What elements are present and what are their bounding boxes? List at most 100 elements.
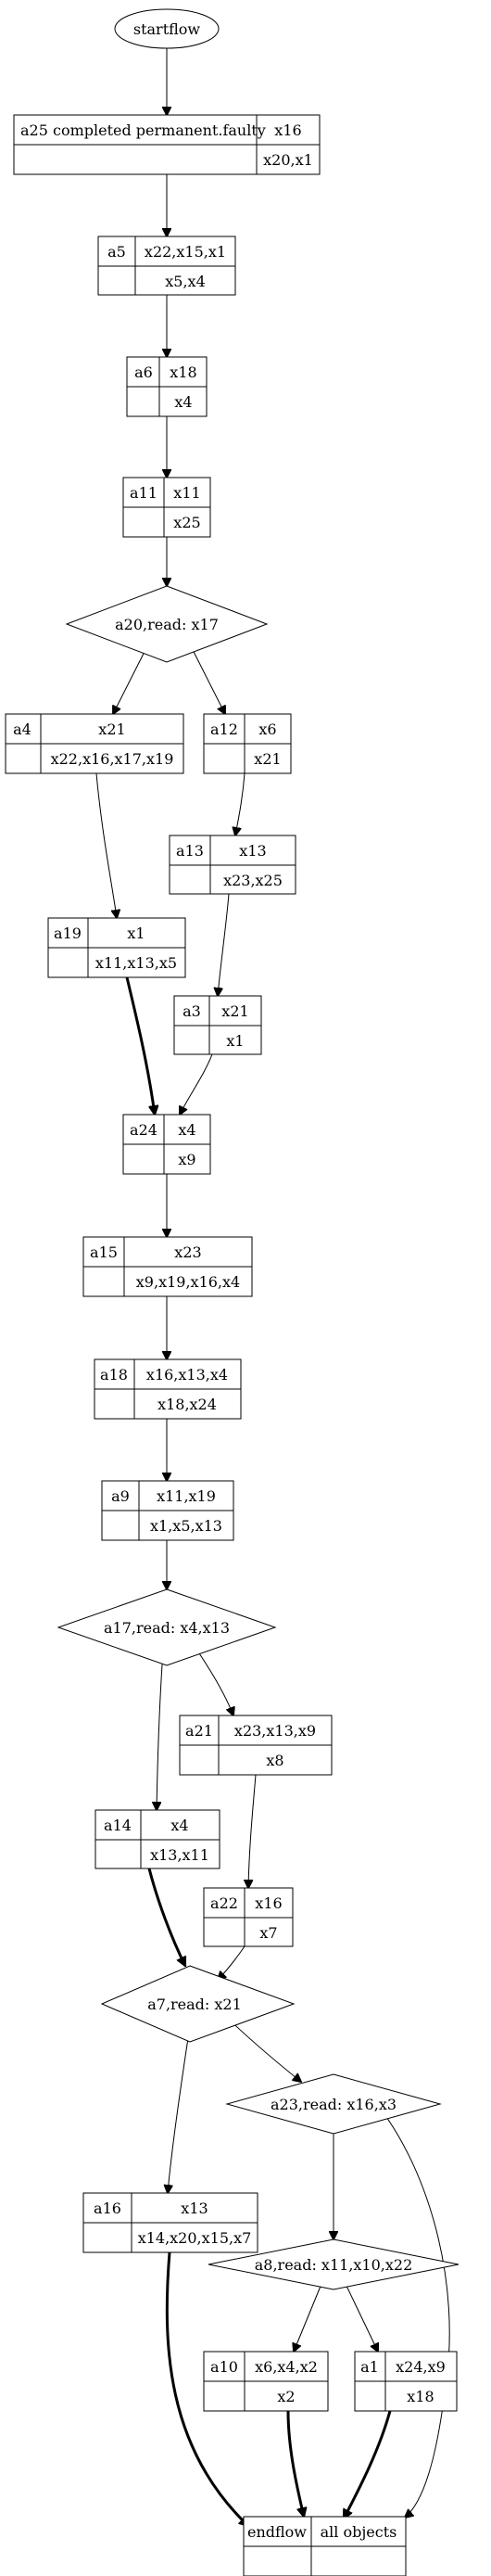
activity-top: x21	[221, 1002, 248, 1020]
activity-bottom: x13,x11	[150, 1846, 209, 1864]
activity-a18: a18 x16,x13,x4 x18,x24	[94, 1358, 242, 1420]
activity-bottom: x7	[259, 1924, 277, 1942]
edge-a22-a7	[218, 1945, 246, 1980]
activity-bottom: x18,x24	[157, 1396, 217, 1413]
activity-id: a18	[100, 1366, 128, 1384]
end-node: endflow all objects	[243, 2516, 407, 2576]
decision-label: a8,read: x11,x10,x22	[255, 2256, 413, 2274]
activity-id: a6	[134, 363, 153, 381]
activity-top: x22,x15,x1	[145, 243, 226, 261]
decision-label: a17,read: x4,x13	[104, 1619, 230, 1637]
activity-id: a14	[104, 1817, 132, 1834]
activity-bottom: x25	[173, 514, 200, 531]
start-label: startflow	[133, 20, 201, 38]
activity-a22: a22 x16 x7	[203, 1887, 294, 1947]
activity-top: x16,x13,x4	[146, 1366, 228, 1384]
activity-bottom: x22,x16,x17,x19	[51, 750, 174, 768]
start-node: startflow	[114, 8, 220, 49]
activity-id: a24	[130, 1121, 157, 1139]
activity-top: x13	[181, 2200, 208, 2217]
activity-bottom: x9,x19,x16,x4	[136, 1273, 240, 1291]
edge-a12-a13	[235, 772, 246, 835]
decision-a7: a7,read: x21	[100, 1965, 296, 2043]
activity-bottom: x2	[277, 2388, 295, 2405]
activity-id: a12	[210, 721, 238, 738]
activity-bottom: x8	[266, 1752, 283, 1769]
edge-a8-a10	[294, 2283, 322, 2352]
activity-id: a13	[176, 842, 204, 860]
activity-a19: a19 x1 x11,x13,x5	[47, 917, 186, 978]
activity-bottom: x1,x5,x13	[150, 1517, 222, 1535]
activity-a6: a6 x18 x4	[126, 356, 208, 417]
activity-id: a11	[130, 484, 157, 502]
activity-top: x6	[258, 721, 276, 738]
edge-a21-a22	[248, 1774, 257, 1888]
activity-a12: a12 x6 x21	[203, 713, 292, 774]
decision-label: a23,read: x16,x3	[271, 2096, 397, 2113]
activity-id: a10	[210, 2358, 238, 2376]
edge-a13-a3	[218, 893, 230, 996]
activity-top: x24,x9	[396, 2358, 446, 2376]
activity-bottom: x18	[407, 2388, 434, 2405]
activity-id: a5	[107, 243, 126, 261]
edge-a17-a14	[157, 1639, 165, 1810]
activity-top: x4	[178, 1121, 195, 1139]
activity-id: a21	[185, 1722, 213, 1740]
activity-top: x13	[239, 842, 266, 860]
activity-bottom: x4	[174, 393, 192, 411]
activity-a24: a24 x4 x9	[122, 1114, 211, 1175]
activity-top: x11	[173, 484, 200, 502]
activity-id: a25 completed permanent.faulty	[20, 121, 266, 139]
decision-a8: a8,read: x11,x10,x22	[208, 2238, 460, 2290]
edge-a7-a16	[168, 2025, 191, 2193]
decision-a17: a17,read: x4,x13	[57, 1588, 277, 1666]
decision-label: a7,read: x21	[147, 1996, 242, 2013]
activity-a11: a11 x11 x25	[122, 477, 211, 538]
activity-bottom: x9	[178, 1151, 195, 1168]
activity-a4: a4 x21 x22,x16,x17,x19	[5, 713, 184, 774]
edge-a4-a19	[95, 772, 117, 918]
activity-top: x23,x13,x9	[234, 1722, 316, 1740]
activity-a1: a1 x24,x9 x18	[354, 2351, 458, 2412]
end-objects-label: all objects	[321, 2523, 397, 2541]
activity-top: x23	[174, 1243, 201, 1261]
edge-a3-a24	[180, 1053, 213, 1115]
activity-bottom: x21	[254, 750, 281, 768]
decision-a23: a23,read: x16,x3	[225, 2073, 442, 2135]
edge-a14-a7	[147, 1868, 187, 1966]
activity-top: x18	[170, 363, 196, 381]
activity-id: a22	[210, 1894, 238, 1912]
activity-id: a3	[183, 1002, 201, 1020]
decision-label: a20,read: x17	[115, 616, 219, 633]
activity-top: x1	[127, 925, 145, 942]
activity-a3: a3 x21 x1	[173, 995, 262, 1055]
activity-bottom: x11,x13,x5	[95, 954, 177, 972]
activity-top: x16	[255, 1894, 282, 1912]
activity-bottom: x5,x4	[165, 273, 206, 290]
decision-a20: a20,read: x17	[65, 585, 269, 663]
activity-a10: a10 x6,x4,x2 x2	[203, 2351, 329, 2412]
activity-a14: a14 x4 x13,x11	[94, 1809, 220, 1869]
activity-a13: a13 x13 x23,x25	[169, 835, 296, 895]
activity-id: a16	[94, 2200, 121, 2217]
edge-a10-end	[286, 2410, 304, 2517]
activity-a21: a21 x23,x13,x9 x8	[179, 1715, 333, 1776]
activity-a9: a9 x11,x19 x1,x5,x13	[101, 1480, 234, 1541]
end-label: endflow	[247, 2523, 307, 2541]
activity-top: x21	[98, 721, 125, 738]
activity-id: a1	[360, 2358, 379, 2376]
activity-id: a9	[111, 1487, 130, 1505]
edge-a16-end	[165, 2251, 248, 2526]
activity-top: x6,x4,x2	[255, 2358, 318, 2376]
edge-a23-end	[370, 2096, 450, 2518]
activity-a25: a25 completed permanent.faulty x16 x20,x…	[13, 114, 321, 175]
activity-id: a15	[90, 1243, 118, 1261]
activity-top: x16	[274, 121, 301, 139]
activity-a15: a15 x23 x9,x19,x16,x4	[82, 1236, 253, 1297]
edge-a19-a24	[125, 976, 155, 1115]
activity-top: x11,x19	[157, 1487, 216, 1505]
activity-bottom: x1	[226, 1032, 244, 1050]
activity-a16: a16 x13 x14,x20,x15,x7	[82, 2192, 258, 2253]
edge-a1-end	[342, 2410, 392, 2519]
